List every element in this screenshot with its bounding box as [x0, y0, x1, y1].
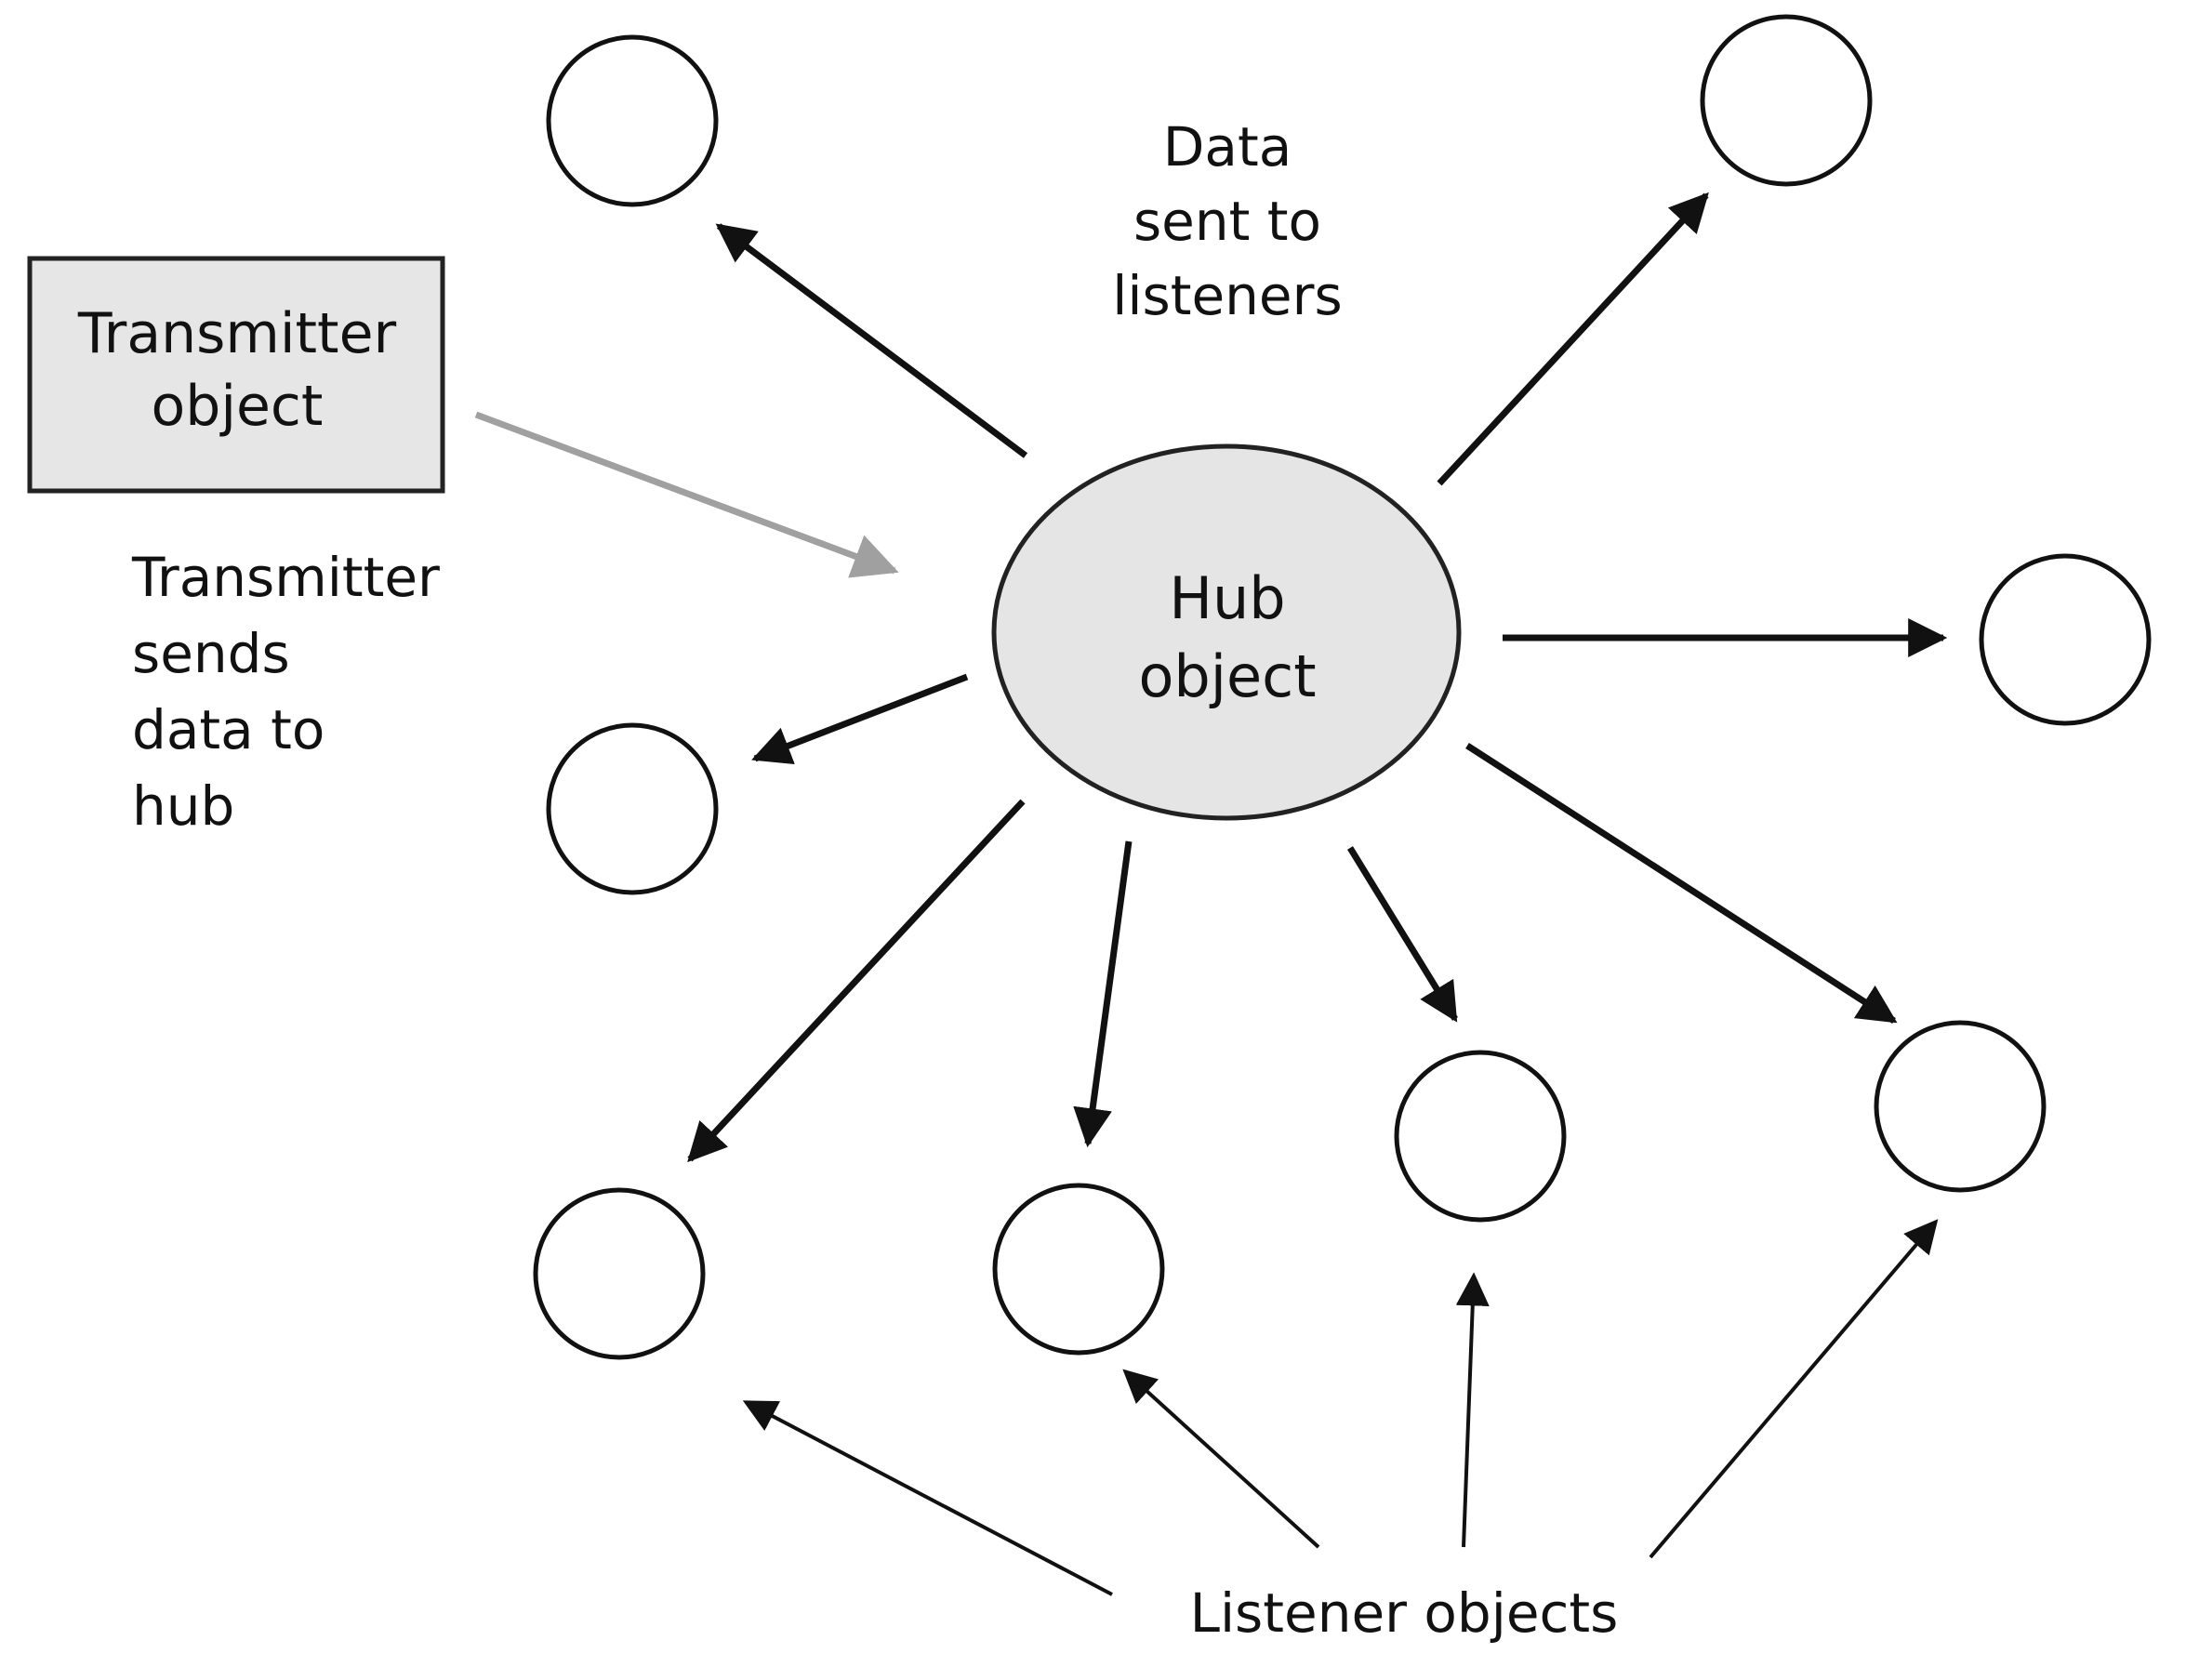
listener-circle-bottom-1: [533, 1187, 706, 1360]
listener-circle-bottom-4: [1874, 1020, 2047, 1193]
hub-to-top-left-arrow: [715, 223, 1028, 458]
listener-circle-right: [1979, 553, 2152, 726]
hub-to-top-right-arrow: [1437, 192, 1709, 486]
listener-circle-top-right: [1700, 14, 1873, 187]
label-pointer-bottom-3: [1455, 1272, 1490, 1548]
listener-circle-bottom-3: [1394, 1050, 1567, 1223]
listener-circle-bottom-2: [992, 1183, 1165, 1356]
listener-circle-top-left: [546, 34, 719, 207]
hub-to-bottom-3-arrow: [1347, 846, 1458, 1023]
hub-to-bottom-1-arrow: [687, 799, 1026, 1163]
transmitter-sends-label: Transmitter sends data to hub: [132, 546, 440, 838]
hub-to-left-arrow: [751, 673, 969, 764]
transmitter-to-hub-arrow: [474, 411, 899, 578]
hub-object-label: Hub object: [1138, 564, 1317, 710]
hub-to-bottom-2-arrow: [1073, 840, 1133, 1148]
transmitter-object-label: Transmitter object: [77, 301, 397, 439]
data-sent-label: Data sent to listeners: [1112, 115, 1343, 327]
label-pointer-bottom-4: [1649, 1219, 1939, 1559]
transmitter-box: [27, 256, 445, 494]
listener-objects-label: Listener objects: [1189, 1581, 1619, 1645]
hub-ellipse: [991, 443, 1462, 821]
hub-to-bottom-4-arrow: [1465, 743, 1898, 1024]
label-pointer-bottom-2: [1122, 1369, 1320, 1549]
label-pointer-bottom-1: [742, 1400, 1113, 1596]
listener-circle-left: [546, 722, 719, 895]
